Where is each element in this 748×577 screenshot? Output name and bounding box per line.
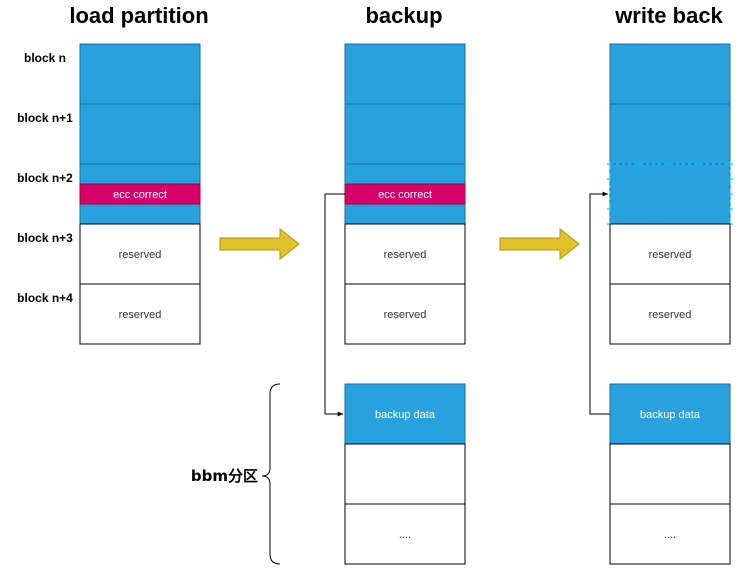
block-cell [609,43,731,105]
connector-ecc-to-backup [324,193,345,417]
ecc-correct-label: ecc correct [113,189,167,201]
ecc-correct-label: ecc correct [378,189,432,201]
reserved-cell [344,223,466,285]
backup-data-label: backup data [375,409,436,421]
row-label-block-n3: block n+3 [17,231,73,245]
reserved-cell [79,223,201,285]
reserved-cell [609,283,731,345]
title-load-partition: load partition [69,3,208,28]
transition-arrow-2 [499,227,580,261]
transition-arrow-1 [219,227,300,261]
reserved-cell [79,283,201,345]
block-cell [344,43,466,105]
write-back-column: reserved reserved backup data .... [607,43,733,565]
connector-backup-to-block [589,191,610,415]
reserved-cell [344,283,466,345]
ecc-correct-bar [79,183,201,205]
block-cell [609,103,731,165]
reserved-label: reserved [119,249,162,261]
restored-block-cell [609,163,731,225]
row-label-block-n1: block n+1 [17,111,73,125]
ellipsis-label: .... [664,529,676,541]
row-label-block-n: block n [24,51,66,65]
reserved-label: reserved [384,309,427,321]
empty-cell [609,443,731,505]
load-partition-column: ecc correct reserved reserved [79,43,201,345]
reserved-label: reserved [649,309,692,321]
ellipsis-label: .... [399,529,411,541]
empty-cell [344,443,466,505]
row-label-block-n2: block n+2 [17,171,73,185]
backup-data-label: backup data [640,409,701,421]
backup-column: ecc correct reserved reserved backup dat… [344,43,466,565]
title-write-back: write back [614,3,723,28]
bbm-brace [261,383,281,565]
row-label-block-n4: block n+4 [17,291,73,305]
backup-data-cell [609,383,731,445]
reserved-label: reserved [384,249,427,261]
block-cell [79,103,201,165]
reserved-label: reserved [649,249,692,261]
title-backup: backup [365,3,442,28]
ellipsis-cell [344,503,466,565]
bbm-partition-label: bbm分区 [191,467,258,485]
reserved-cell [609,223,731,285]
block-cell [344,103,466,165]
ellipsis-cell [609,503,731,565]
backup-data-cell [344,383,466,445]
block-cell [79,43,201,105]
reserved-label: reserved [119,309,162,321]
